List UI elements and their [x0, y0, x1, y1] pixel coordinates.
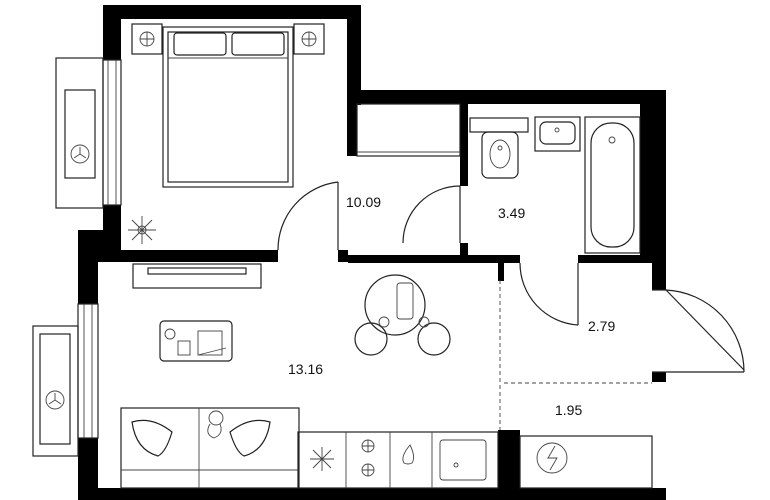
ac-unit-living — [32, 325, 79, 457]
wardrobe — [356, 103, 461, 157]
desk-icon — [159, 320, 233, 362]
sink-icon — [534, 116, 581, 152]
kitchen-counter — [297, 431, 499, 489]
bathroom-door — [402, 185, 461, 244]
bed — [162, 26, 294, 188]
room-area-bathroom: 3.49 — [498, 205, 525, 221]
entrance-door — [665, 289, 745, 373]
bathtub-icon — [584, 116, 641, 254]
sofa-icon — [120, 407, 300, 489]
nightstand-right-icon — [293, 23, 325, 55]
dining-table-icon — [354, 274, 451, 356]
room-area-bedroom: 10.09 — [346, 194, 381, 210]
hallway-door — [519, 262, 579, 326]
room-area-living-kitchen: 13.16 — [288, 361, 323, 377]
tv-stand — [132, 263, 262, 289]
storage-cabinet — [519, 435, 653, 489]
fridge-icon — [310, 447, 334, 471]
nightstand-left-icon — [131, 23, 163, 55]
room-area-hallway: 2.79 — [588, 318, 615, 334]
room-area-storage: 1.95 — [555, 402, 582, 418]
stove-icon — [361, 439, 375, 477]
faucet-icon — [402, 444, 415, 465]
walls — [78, 5, 666, 500]
bedroom-door — [277, 181, 339, 251]
plant-icon — [128, 216, 156, 244]
kitchen-sink-icon — [439, 439, 487, 481]
ac-unit-bedroom — [55, 57, 104, 209]
electrical-panel-icon — [536, 442, 568, 474]
toilet-icon — [469, 117, 529, 179]
